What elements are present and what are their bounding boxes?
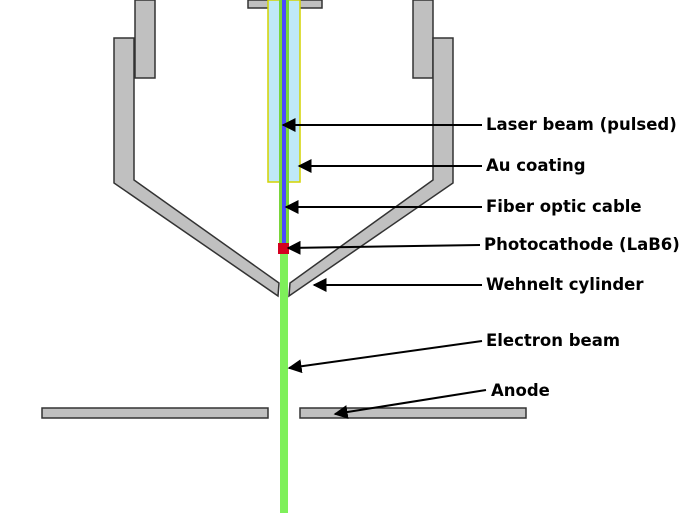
laser-beam (282, 0, 286, 243)
anode-right (299, 407, 527, 419)
label-au-coating: Au coating (486, 156, 586, 175)
label-laser-beam: Laser beam (pulsed) (486, 115, 677, 134)
arrow-electron-beam (287, 340, 483, 374)
anode-left (41, 407, 269, 419)
wehnelt-right (288, 37, 454, 298)
upper-right-electrode (412, 0, 434, 79)
label-electron-beam: Electron beam (486, 331, 620, 350)
label-fiber-optic: Fiber optic cable (486, 197, 642, 216)
electron-beam (280, 250, 288, 513)
label-anode: Anode (491, 381, 550, 400)
label-photocathode: Photocathode (LaB6) (484, 235, 680, 254)
label-wehnelt: Wehnelt cylinder (486, 275, 644, 294)
arrow-photocathode (286, 240, 481, 255)
arrow-anode (333, 389, 487, 419)
wehnelt-left (113, 37, 280, 298)
upper-left-electrode (134, 0, 156, 79)
photocathode (278, 243, 289, 254)
